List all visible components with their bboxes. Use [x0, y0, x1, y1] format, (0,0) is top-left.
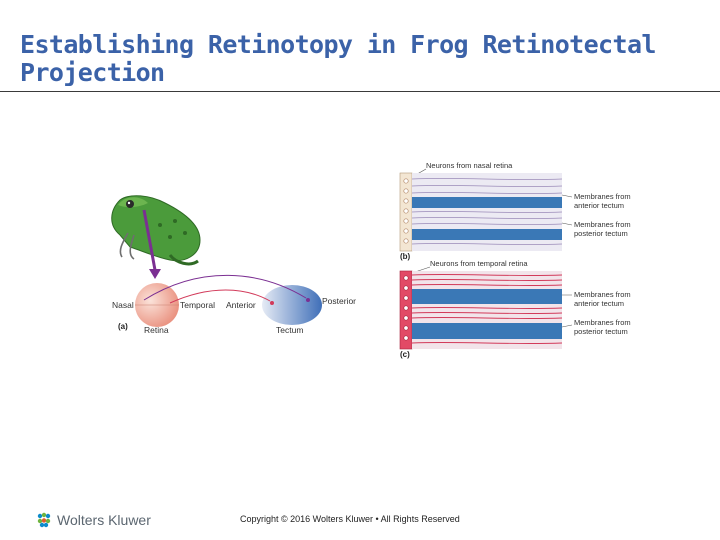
copyright-notice: Copyright © 2016 Wolters Kluwer • All Ri…: [240, 514, 460, 524]
panel-c-neurons-label: Neurons from temporal retina: [430, 259, 528, 268]
panel-b-posterior-line2: posterior tectum: [574, 229, 628, 238]
panel-c-posterior-line2: posterior tectum: [574, 327, 628, 336]
panel-c-anterior-line1: Membranes from: [574, 290, 631, 299]
panel-b-label: (b): [400, 252, 411, 261]
label-posterior: Posterior: [322, 296, 356, 306]
panel-c-posterior-line1: Membranes from: [574, 318, 631, 327]
label-retina: Retina: [144, 325, 169, 335]
retinotopy-figure: Nasal Temporal Anterior Posterior (a) Re…: [111, 161, 631, 359]
panel-c-label: (c): [400, 350, 410, 359]
tectum-ellipse: [262, 285, 322, 325]
frog-illustration: [111, 195, 201, 279]
panel-b-anterior-line2: anterior tectum: [574, 201, 624, 210]
label-anterior: Anterior: [226, 300, 256, 310]
label-temporal: Temporal: [180, 300, 215, 310]
title-divider: [0, 91, 720, 92]
panel-a: Nasal Temporal Anterior Posterior (a) Re…: [111, 195, 356, 335]
panel-b-neurons-label: Neurons from nasal retina: [426, 161, 513, 170]
panel-b: Neurons from nasal retina Membranes from…: [399, 161, 631, 261]
panel-b-anterior-line1: Membranes from: [574, 192, 631, 201]
panel-b-posterior-line1: Membranes from: [574, 220, 631, 229]
panel-c: Neurons from temporal retina Membranes f…: [399, 259, 631, 359]
slide-title: Establishing Retinotopy in Frog Retinote…: [20, 30, 656, 87]
panel-c-anterior-line2: anterior tectum: [574, 299, 624, 308]
panel-a-label: (a): [118, 322, 128, 331]
nasal-projection-arrow: [143, 274, 307, 301]
label-nasal: Nasal: [112, 300, 134, 310]
temporal-projection-arrow: [169, 289, 271, 304]
label-tectum: Tectum: [276, 325, 303, 335]
logo-wordmark: Wolters Kluwer: [57, 512, 151, 528]
wolters-kluwer-logo-icon: [37, 512, 51, 528]
publisher-logo: Wolters Kluwer: [35, 510, 151, 530]
